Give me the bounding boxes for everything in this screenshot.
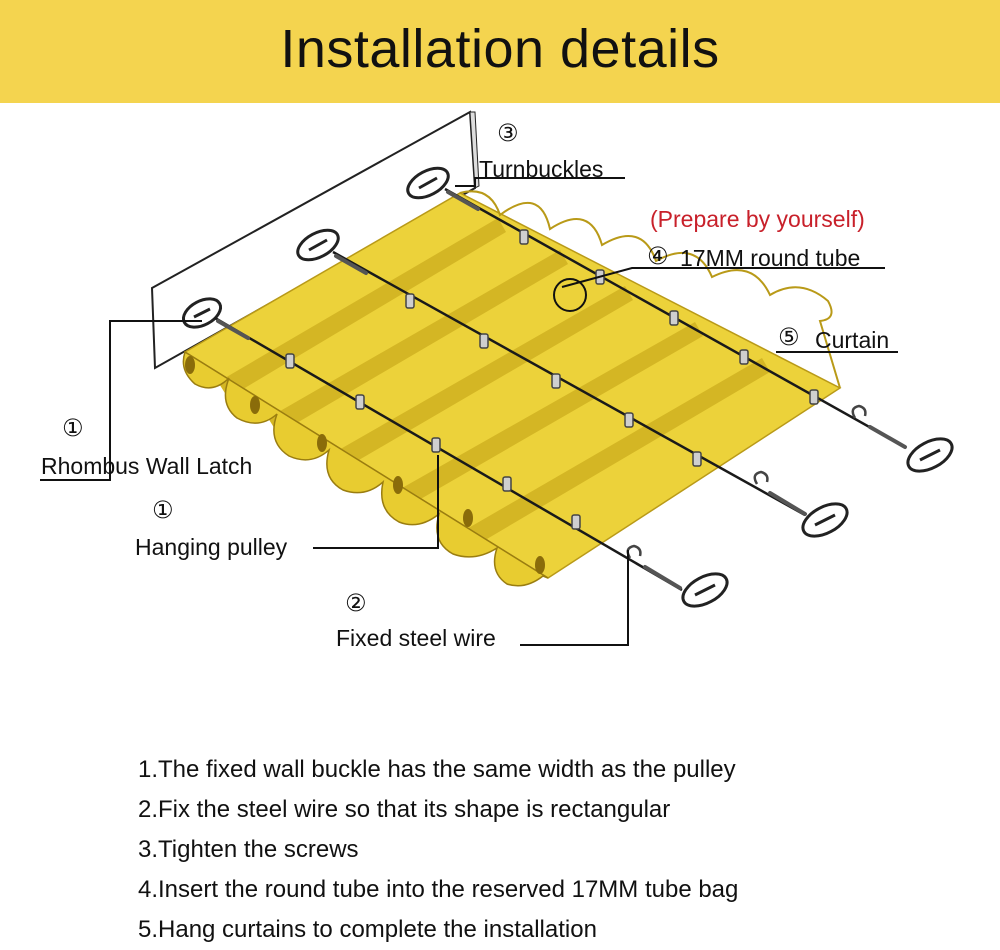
step-item: 1.The fixed wall buckle has the same wid…: [138, 756, 736, 783]
step-item: 3.Tighten the screws: [138, 836, 359, 863]
step-item: 4.Insert the round tube into the reserve…: [138, 876, 739, 903]
turnbuckle-icons: [216, 190, 907, 590]
wall-latch-slots: [193, 176, 941, 597]
rhombus-latch-number: ①: [62, 415, 84, 442]
curtain-back-edge: [459, 190, 841, 389]
step-item: 5.Hang curtains to complete the installa…: [138, 916, 597, 943]
step-item: 2.Fix the steel wire so that its shape i…: [138, 796, 671, 823]
curtain-folds: [218, 218, 770, 546]
fixed-wire-label: Fixed steel wire: [336, 625, 496, 651]
hanging-pulley-label: Hanging pulley: [135, 534, 288, 560]
installation-steps: 1.The fixed wall buckle has the same wid…: [138, 750, 738, 950]
hanging-pulley-number: ①: [152, 497, 174, 524]
turnbuckles-label: Turnbuckles: [479, 156, 604, 182]
leader-lines: [40, 177, 898, 646]
turnbuckles-number: ③: [497, 120, 519, 147]
curtain-label: Curtain: [815, 327, 890, 353]
tube-ends: [185, 356, 545, 574]
curtain-number: ⑤: [778, 324, 800, 351]
tube-bag-circle: [553, 278, 587, 312]
title-banner: Installation details: [0, 0, 1000, 103]
page-title: Installation details: [280, 19, 720, 79]
wall-board-edge: [469, 111, 480, 189]
round-tube-rolls: [182, 350, 549, 587]
round-tube-number: ④: [647, 243, 669, 270]
round-tube-label: 17MM round tube: [680, 245, 861, 271]
rhombus-latch-label: Rhombus Wall Latch: [41, 453, 253, 479]
installation-diagram: [40, 110, 954, 646]
round-tube-note: (Prepare by yourself): [650, 206, 865, 232]
fixed-wire-number: ②: [345, 590, 367, 617]
